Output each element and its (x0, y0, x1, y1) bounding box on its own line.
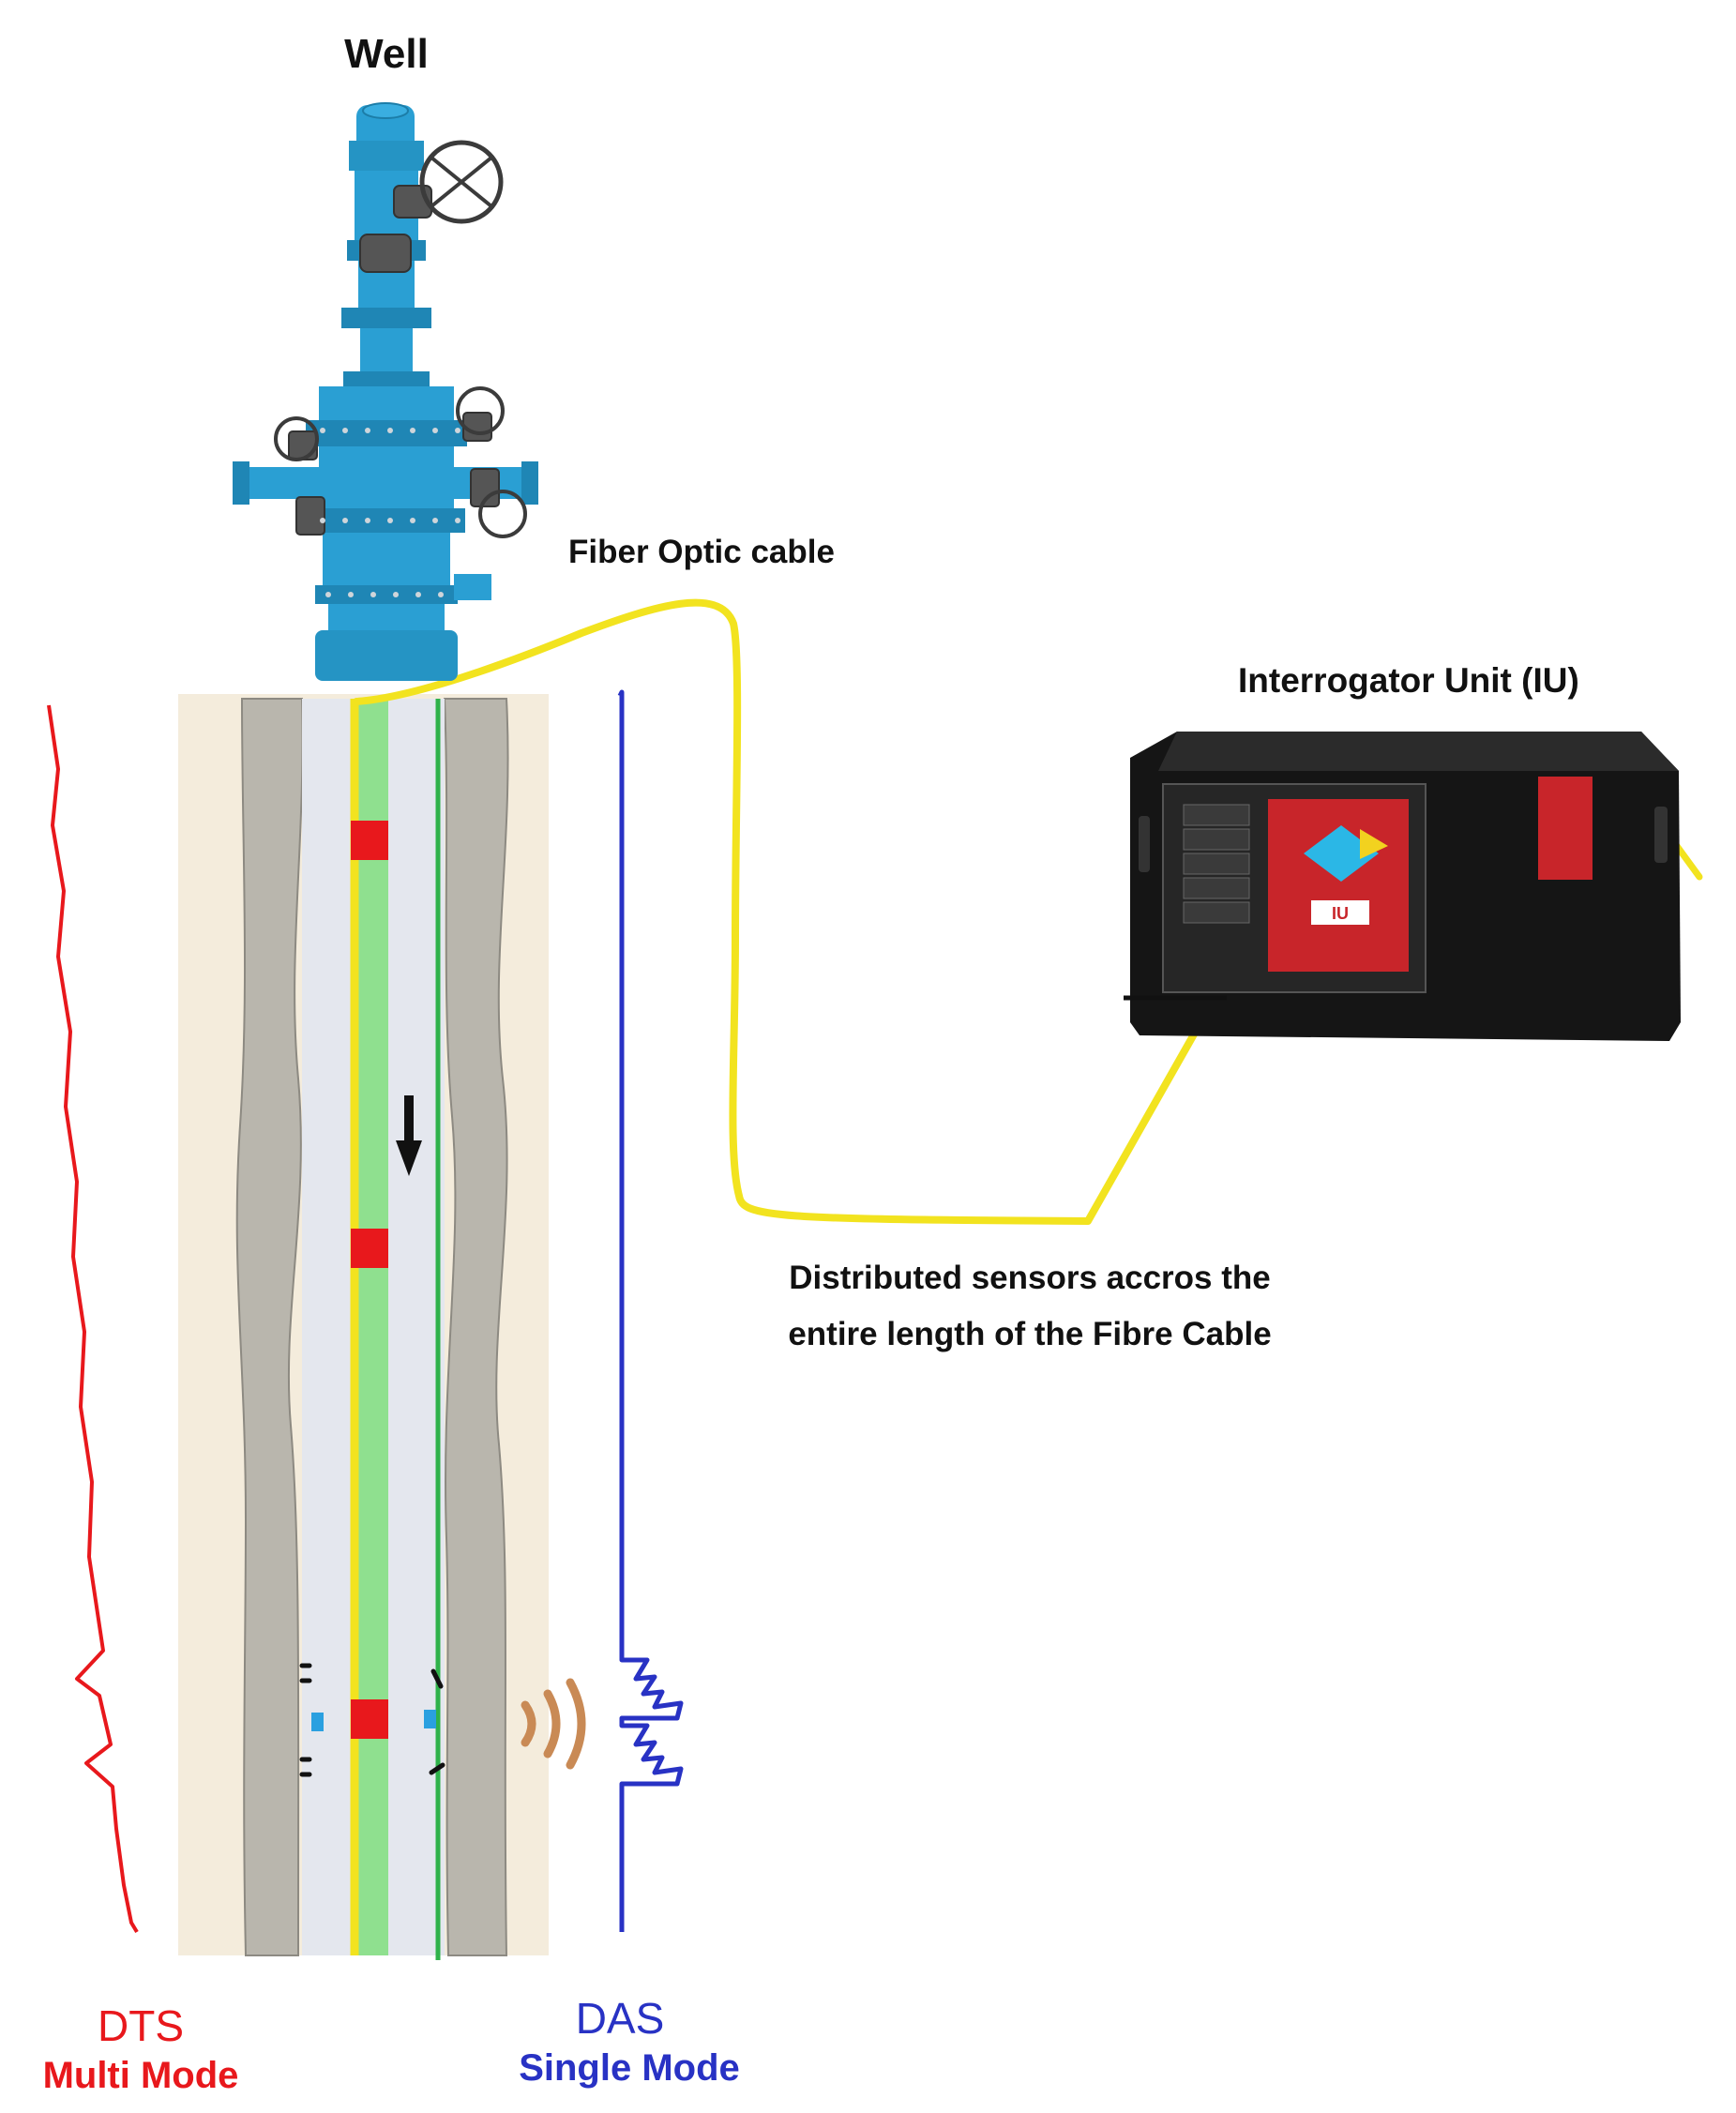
perforation-marks (299, 1663, 445, 1777)
borehole-section (178, 694, 586, 1960)
sensor-marker-middle (351, 1229, 388, 1268)
distributed-sensors-label-line1: Distributed sensors accros the (789, 1260, 1271, 1296)
right-rock-layer (443, 698, 509, 1956)
leak-marker-left (311, 1713, 324, 1731)
wellhead-icon (233, 102, 538, 681)
interrogator-unit-icon: IU (1124, 732, 1681, 1041)
iu-badge: IU (1332, 904, 1349, 923)
das-label: DAS (576, 1994, 665, 2043)
fiber-optic-cable (351, 598, 1242, 1225)
dts-mode-label: Multi Mode (43, 2055, 239, 2096)
green-tube (355, 699, 388, 1955)
interrogator-unit-label: Interrogator Unit (IU) (1238, 661, 1579, 700)
das-mode-label: Single Mode (519, 2047, 740, 2089)
leak-marker-right (424, 1710, 436, 1728)
iu-front-panel (1268, 799, 1409, 972)
das-trace (617, 689, 684, 1932)
dts-trace (47, 704, 139, 1934)
distributed-sensors-label-line2: entire length of the Fibre Cable (788, 1316, 1271, 1352)
sensor-marker-bottom (351, 1699, 388, 1739)
well-label: Well (344, 31, 429, 77)
fiber-optic-cable-label: Fiber Optic cable (568, 534, 835, 570)
down-arrow-icon (396, 1095, 422, 1176)
dts-label: DTS (98, 2001, 184, 2050)
left-rock-layer (235, 698, 304, 1956)
acoustic-wave-icon (521, 1678, 586, 1770)
sensor-marker-top (351, 821, 388, 860)
